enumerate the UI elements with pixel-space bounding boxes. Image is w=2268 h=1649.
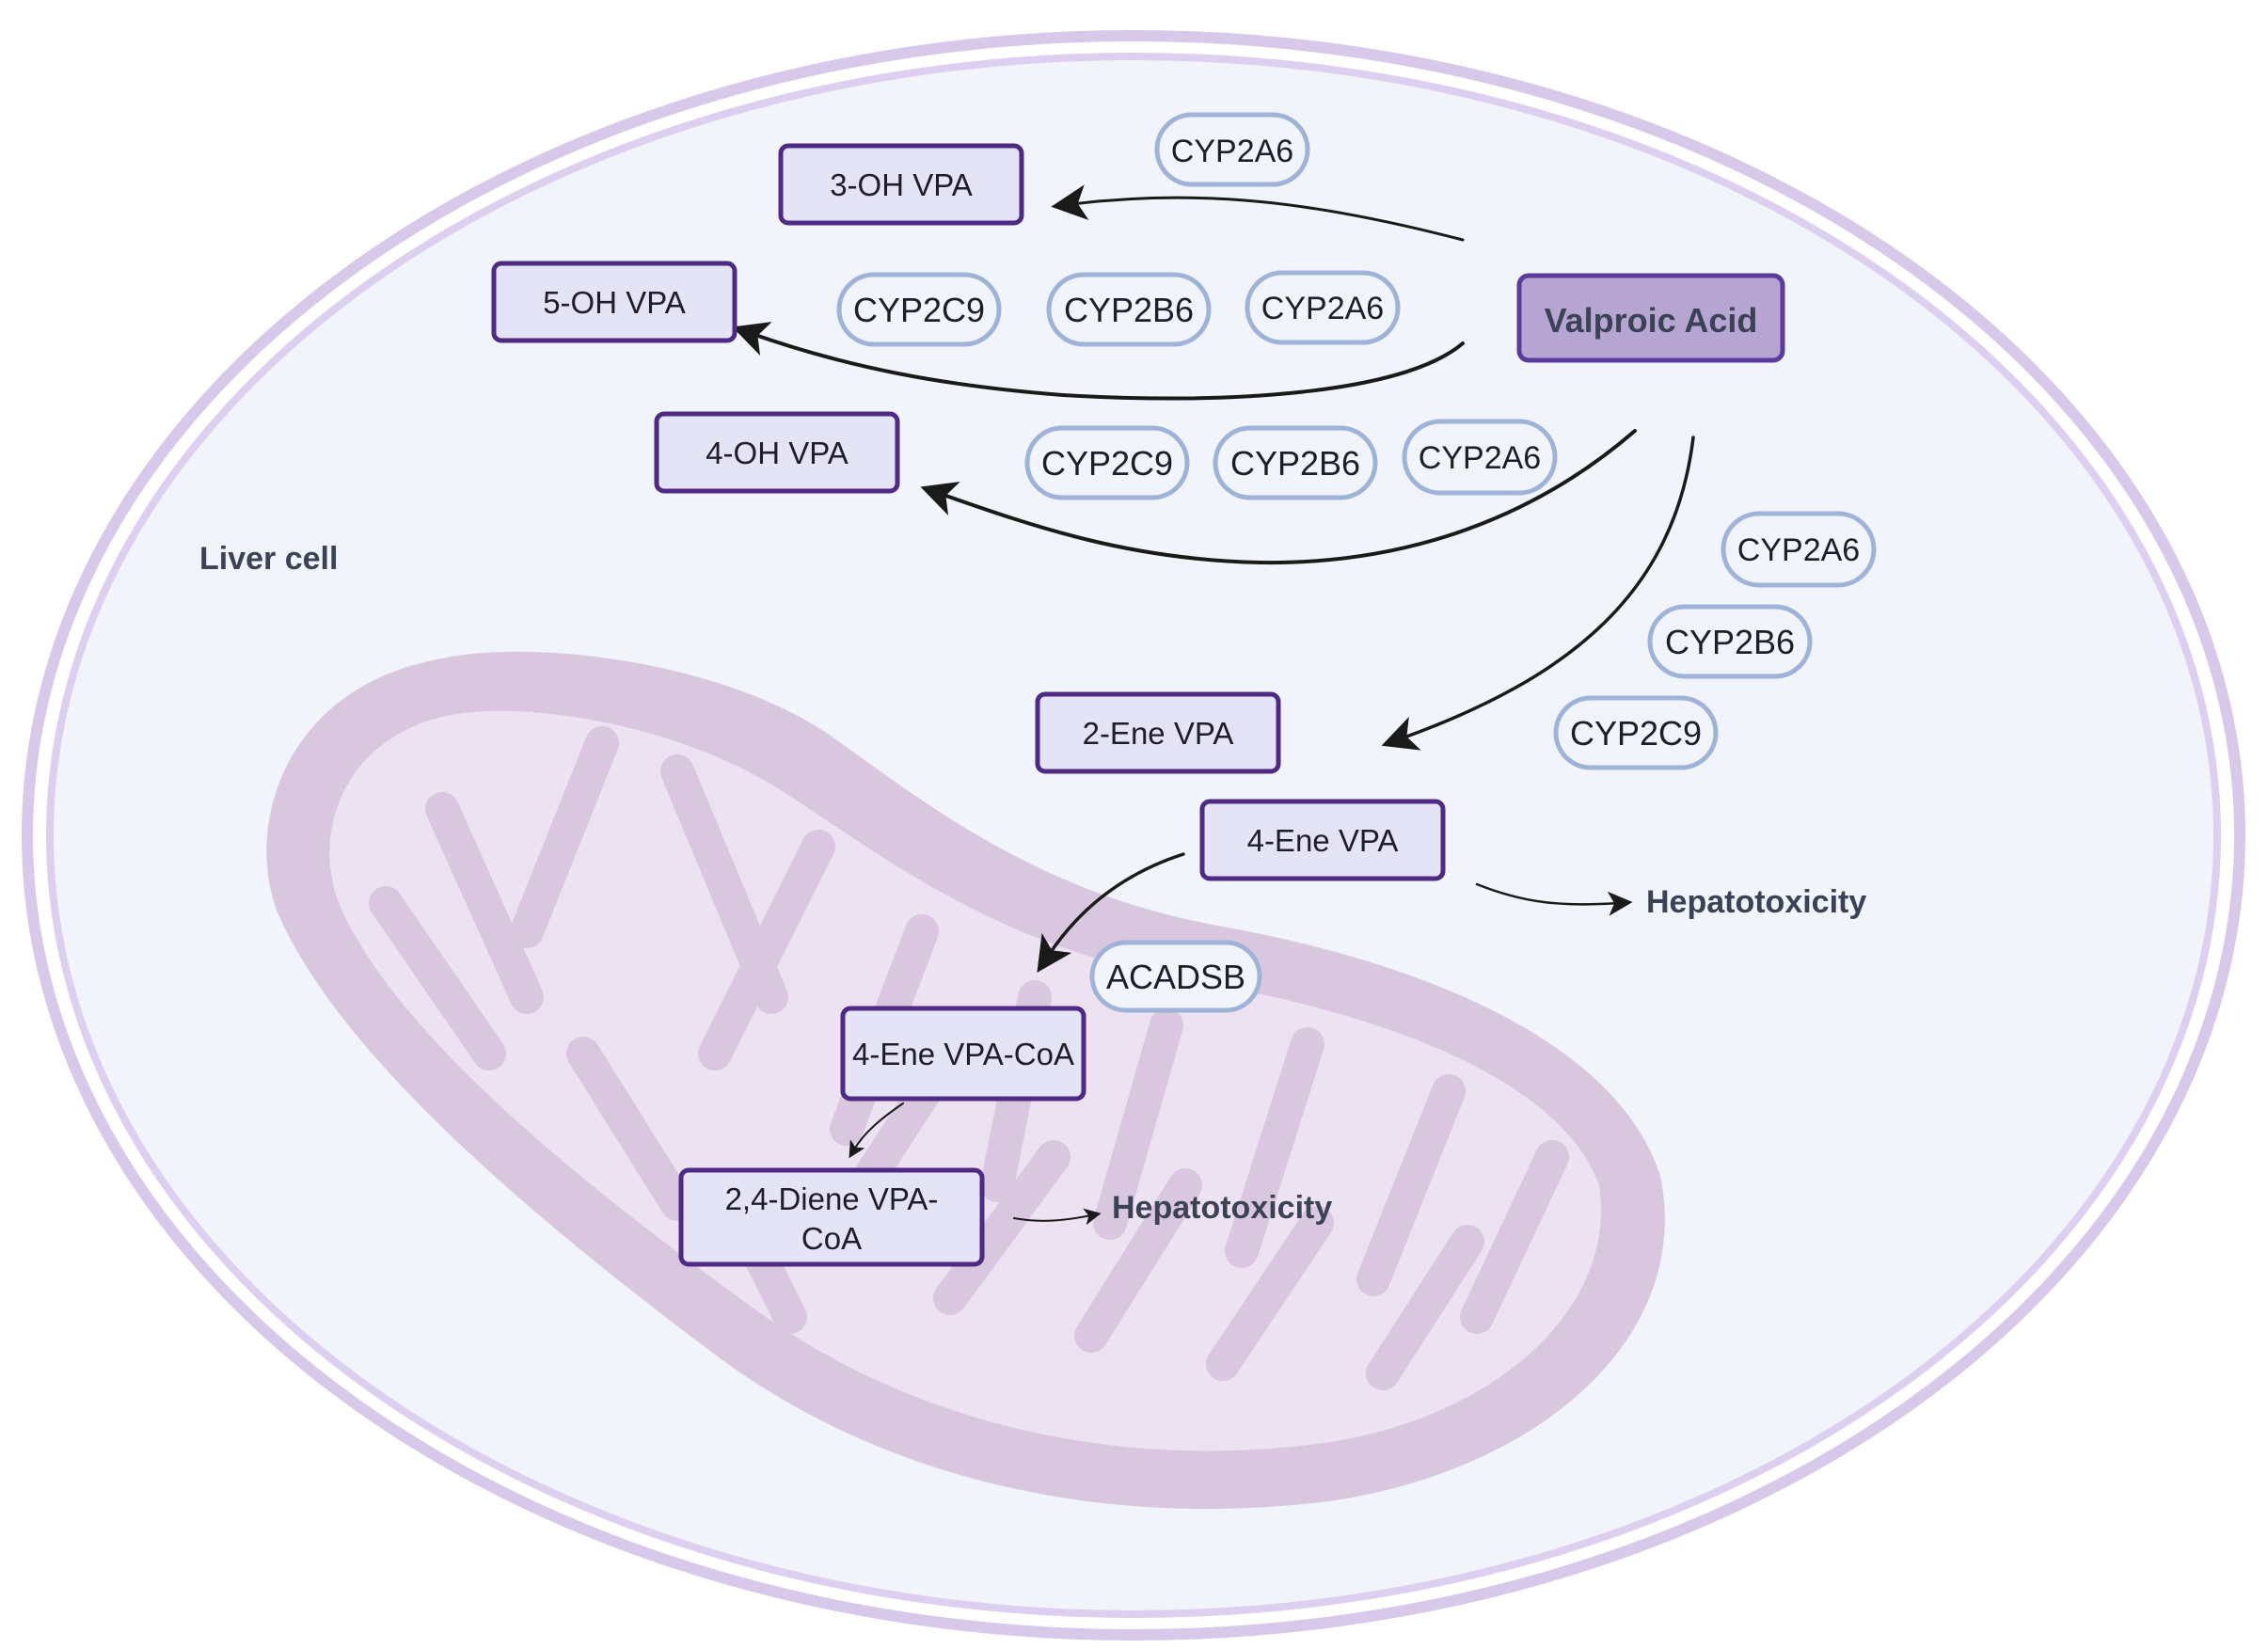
metabolite-4oh-vpa: 4-OH VPA: [654, 411, 900, 494]
svg-text:CYP2B6: CYP2B6: [1064, 291, 1194, 329]
hepatotoxicity-label-4ene: Hepatotoxicity: [1646, 884, 1866, 920]
svg-text:CYP2B6: CYP2B6: [1665, 623, 1795, 661]
enzyme-cyp2a6-row1: CYP2A6: [1245, 270, 1401, 345]
arrow-to-4ene-coa: [1037, 852, 1185, 973]
enzyme-cyp2c9-row2: CYP2C9: [1024, 425, 1190, 500]
enzyme-cyp2c9-row1: CYP2C9: [836, 272, 1002, 347]
svg-text:CYP2B6: CYP2B6: [1230, 444, 1360, 483]
enzyme-cyp2b6-row2: CYP2B6: [1213, 425, 1378, 500]
arrow-to-ene: [1381, 436, 1695, 751]
metabolite-4ene-label: 4-Ene VPA: [1247, 823, 1399, 858]
metabolite-4oh-label: 4-OH VPA: [706, 436, 849, 470]
arrow-to-4oh: [920, 429, 1637, 565]
svg-text:CYP2A6: CYP2A6: [1419, 440, 1541, 476]
enzyme-cyp2b6-right: CYP2B6: [1647, 604, 1813, 679]
metabolite-diene-vpa-coa: 2,4-Diene VPA- CoA: [678, 1167, 985, 1267]
metabolite-4ene-vpa-coa: 4-Ene VPA-CoA: [840, 1006, 1086, 1102]
arrow-to-diene-coa: [849, 1102, 904, 1159]
svg-text:CYP2C9: CYP2C9: [1570, 714, 1702, 753]
liver-cell-label: Liver cell: [199, 541, 338, 577]
metabolite-4ene-vpa: 4-Ene VPA: [1199, 799, 1446, 881]
metabolite-diene-label-line2: CoA: [801, 1221, 862, 1256]
svg-text:CYP2A6: CYP2A6: [1261, 291, 1384, 326]
enzyme-cyp2b6-row1: CYP2B6: [1046, 272, 1212, 347]
valproic-acid-box: Valproic Acid: [1516, 273, 1785, 363]
svg-text:CYP2A6: CYP2A6: [1171, 134, 1293, 169]
metabolite-diene-label-line1: 2,4-Diene VPA-: [725, 1181, 939, 1216]
metabolite-5oh-label: 5-OH VPA: [543, 285, 686, 320]
enzyme-pills: CYP2A6 CYP2C9 CYP2B6 CYP2A6 CYP2C9 CYP2B…: [836, 112, 1877, 1013]
svg-text:CYP2A6: CYP2A6: [1737, 532, 1860, 568]
metabolite-5oh-vpa: 5-OH VPA: [491, 261, 737, 343]
metabolite-4ene-coa-label: 4-Ene VPA-CoA: [852, 1037, 1074, 1071]
svg-text:CYP2C9: CYP2C9: [1041, 444, 1173, 483]
enzyme-cyp2a6-top: CYP2A6: [1154, 112, 1310, 187]
metabolite-2ene-label: 2-Ene VPA: [1083, 716, 1234, 751]
valproic-acid-label: Valproic Acid: [1545, 301, 1758, 340]
arrow-diene-hepatotoxicity: [1013, 1208, 1102, 1226]
enzyme-cyp2c9-right: CYP2C9: [1553, 695, 1719, 770]
arrow-to-3oh: [1051, 184, 1465, 242]
enzyme-cyp2a6-row2: CYP2A6: [1402, 419, 1558, 496]
svg-text:CYP2C9: CYP2C9: [853, 291, 985, 329]
reaction-arrows: [732, 184, 1695, 1226]
hepatotoxicity-label-diene: Hepatotoxicity: [1112, 1190, 1332, 1226]
enzyme-cyp2a6-right: CYP2A6: [1721, 511, 1877, 588]
arrow-ene4-hepatotoxicity: [1475, 882, 1633, 916]
arrow-to-5oh: [732, 322, 1465, 401]
svg-text:ACADSB: ACADSB: [1106, 958, 1245, 996]
enzyme-acadsb: ACADSB: [1089, 940, 1262, 1013]
metabolite-2ene-vpa: 2-Ene VPA: [1035, 691, 1281, 774]
metabolite-3oh-vpa: 3-OH VPA: [778, 143, 1024, 226]
metabolite-3oh-label: 3-OH VPA: [830, 167, 973, 202]
